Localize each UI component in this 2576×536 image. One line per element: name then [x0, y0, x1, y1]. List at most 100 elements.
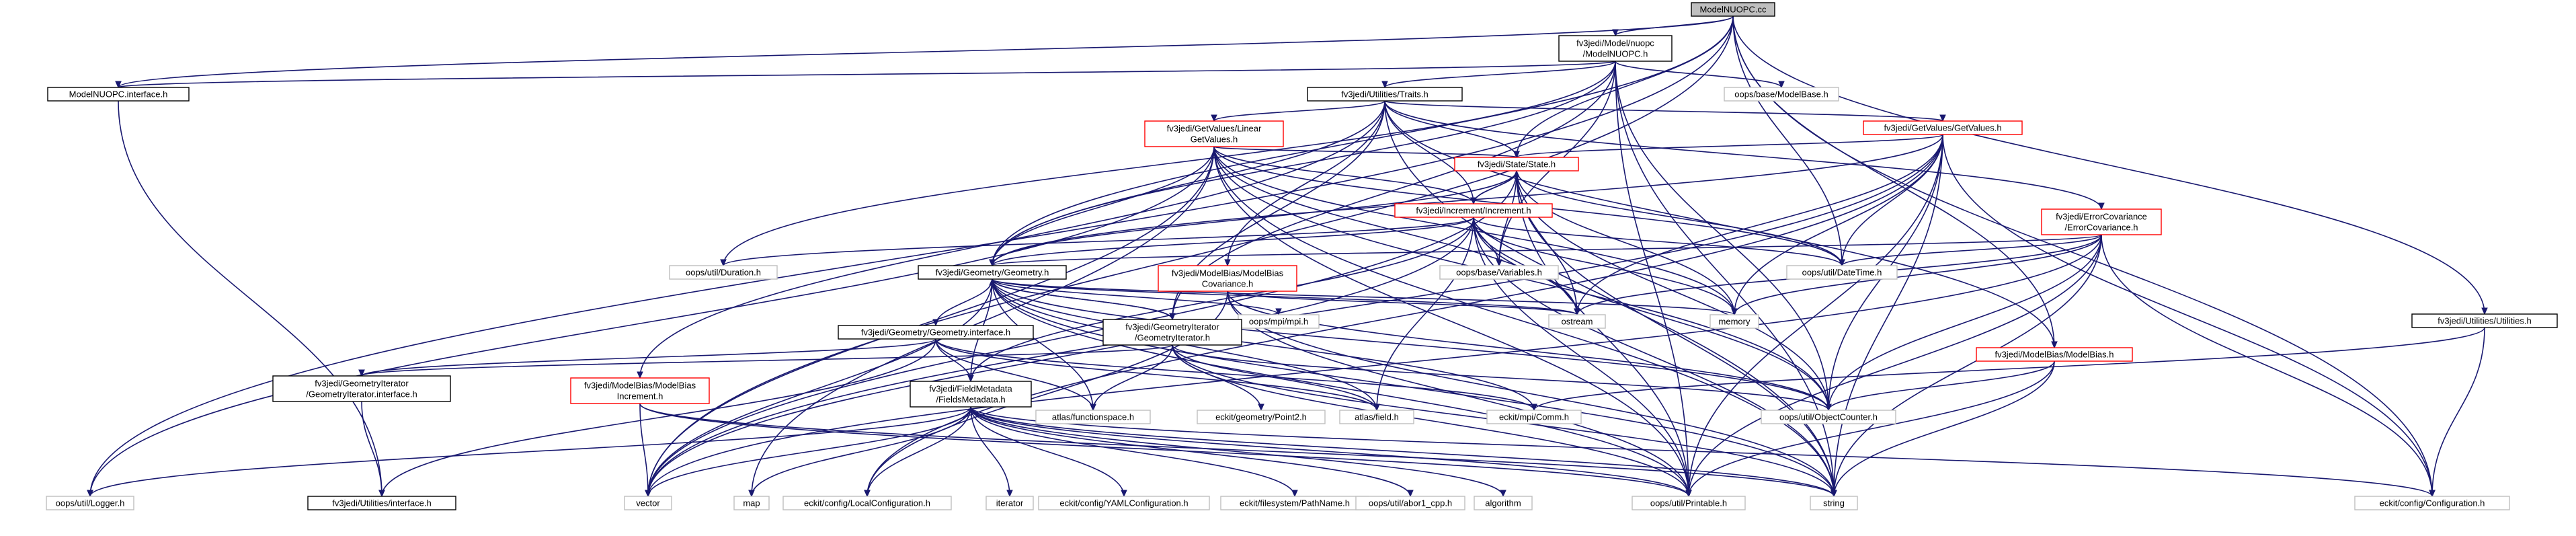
edge-traits-to-modelbias: [1384, 100, 2058, 349]
edge-arrowhead: [1839, 259, 1845, 267]
node-box: [1454, 157, 1579, 171]
edge-arrowhead: [2481, 307, 2488, 315]
edge-line: [935, 338, 1377, 411]
edge-line: [970, 406, 1125, 497]
node-localconf: eckit/config/LocalConfiguration.h: [782, 496, 952, 510]
node-label: oops/util/Logger.h: [56, 498, 125, 508]
edge-line: [1376, 217, 1474, 411]
node-root[interactable]: ModelNUOPC.cc: [1691, 2, 1775, 17]
edge-utilities-to-comm: [1531, 327, 2485, 412]
node-label: fv3jedi/GeometryIterator: [1125, 322, 1219, 332]
edge-line: [647, 406, 971, 497]
node-objcounter: oops/util/ObjectCounter.h: [1761, 410, 1896, 424]
node-state[interactable]: fv3jedi/State/State.h: [1454, 157, 1579, 171]
edge-line: [723, 217, 1474, 266]
node-label: fv3jedi/Utilities/interface.h: [332, 498, 431, 508]
edge-line: [1384, 100, 2102, 210]
edge-arrowhead: [967, 375, 974, 383]
edge-line: [1227, 291, 1829, 411]
edge-line: [2101, 234, 2433, 497]
node-printable: oops/util/Printable.h: [1632, 496, 1746, 510]
node-box: [1548, 314, 1606, 329]
edge-arrowhead: [1513, 151, 1520, 159]
edge-fieldmeta-to-printable: [970, 406, 1692, 498]
node-geom_if[interactable]: fv3jedi/Geometry/Geometry.interface.h: [838, 325, 1034, 340]
edge-increment-to-state: [1473, 169, 1520, 204]
edge-state-to-printable: [1516, 170, 1692, 498]
node-label: eckit/config/Configuration.h: [2380, 498, 2485, 508]
node-increment[interactable]: fv3jedi/Increment/Increment.h: [1394, 203, 1553, 218]
edge-getvalues-to-string: [1830, 134, 1943, 498]
node-label: oops/util/DateTime.h: [1802, 268, 1882, 278]
edge-line: [1172, 344, 1829, 411]
node-label: /ErrorCovariance.h: [2064, 223, 2138, 233]
edge-modelbias-to-string: [1830, 360, 2055, 498]
node-mnuopc_h[interactable]: fv3jedi/Model/nuopc/ModelNUOPC.h: [1558, 35, 1673, 62]
node-geoiter_if[interactable]: fv3jedi/GeometryIterator/GeometryIterato…: [272, 375, 451, 402]
edge-line: [1384, 100, 1943, 122]
edge-geoiter_if-to-utilif: [361, 401, 385, 498]
node-utilities[interactable]: fv3jedi/Utilities/Utilities.h: [2411, 313, 2558, 328]
node-mnuopc_if[interactable]: ModelNUOPC.interface.h: [47, 87, 190, 102]
node-geoiter[interactable]: fv3jedi/GeometryIterator/GeometryIterato…: [1102, 319, 1242, 346]
node-box: [1307, 87, 1463, 102]
edge-fieldmeta-to-iterator: [970, 406, 1013, 498]
node-box: [1976, 347, 2133, 362]
node-box: [46, 496, 134, 510]
edge-line: [970, 406, 1010, 497]
edge-line: [1516, 170, 1835, 497]
edge-geoiter-to-atlasfield: [1172, 344, 1380, 412]
edge-traits-to-getvalues: [1384, 100, 1946, 122]
node-box: [669, 265, 778, 280]
node-modelbias[interactable]: fv3jedi/ModelBias/ModelBias.h: [1976, 347, 2133, 362]
node-mpi: oops/mpi/mpi.h: [1238, 314, 1320, 329]
edge-line: [992, 234, 2102, 266]
edge-line: [992, 15, 1734, 266]
edge-fieldmeta-to-pathname: [970, 406, 1298, 498]
node-getvalues[interactable]: fv3jedi/GetValues/GetValues.h: [1863, 120, 2023, 135]
node-fieldmeta[interactable]: fv3jedi/FieldMetadata/FieldsMetadata.h: [910, 381, 1032, 408]
node-errcov[interactable]: fv3jedi/ErrorCovariance/ErrorCovariance.…: [2041, 208, 2162, 235]
edge-fieldmeta-to-algorithm: [970, 406, 1506, 498]
edge-line: [1828, 234, 2102, 411]
edge-mnuopc_h-to-printable: [1615, 61, 1692, 498]
edge-arrowhead: [115, 81, 122, 89]
node-box: [1486, 410, 1582, 424]
node-label: map: [743, 498, 760, 508]
node-utilif[interactable]: fv3jedi/Utilities/interface.h: [307, 496, 456, 510]
node-label: fv3jedi/ErrorCovariance: [2056, 212, 2147, 222]
node-label: eckit/config/YAMLConfiguration.h: [1059, 498, 1188, 508]
edge-line: [1516, 170, 1689, 497]
node-label: eckit/filesystem/PathName.h: [1240, 498, 1350, 508]
node-label: fv3jedi/Utilities/Utilities.h: [2438, 316, 2531, 326]
node-comm: eckit/mpi/Comm.h: [1486, 410, 1582, 424]
edge-errcov-to-datetime: [1839, 234, 2102, 267]
edge-line: [970, 406, 1504, 497]
node-box: [918, 265, 1067, 280]
node-geometry[interactable]: fv3jedi/Geometry/Geometry.h: [918, 265, 1067, 280]
edge-arrowhead: [1006, 490, 1013, 498]
node-label: fv3jedi/Model/nuopc: [1576, 38, 1654, 48]
edge-getvalues-to-ostream: [1574, 134, 1943, 316]
edge-line: [1615, 61, 1782, 88]
edge-getvalues-to-state: [1513, 134, 1943, 159]
edge-line: [1384, 100, 1474, 204]
edge-arrowhead: [1513, 169, 1520, 178]
edge-line: [639, 403, 1835, 497]
edge-arrowhead: [1275, 308, 1282, 316]
node-traits[interactable]: fv3jedi/Utilities/Traits.h: [1307, 87, 1463, 102]
edge-line: [1833, 134, 1943, 497]
edge-line: [1473, 217, 1735, 315]
edge-arrowhead: [864, 490, 871, 498]
edge-line: [1473, 217, 1843, 266]
node-box: [2354, 496, 2510, 510]
node-label: vector: [636, 498, 660, 508]
node-label: ostream: [1562, 317, 1593, 327]
edge-fieldmeta-to-map: [748, 406, 971, 498]
node-box: [47, 87, 190, 102]
edge-line: [1213, 146, 1517, 158]
node-box: [1355, 496, 1465, 510]
